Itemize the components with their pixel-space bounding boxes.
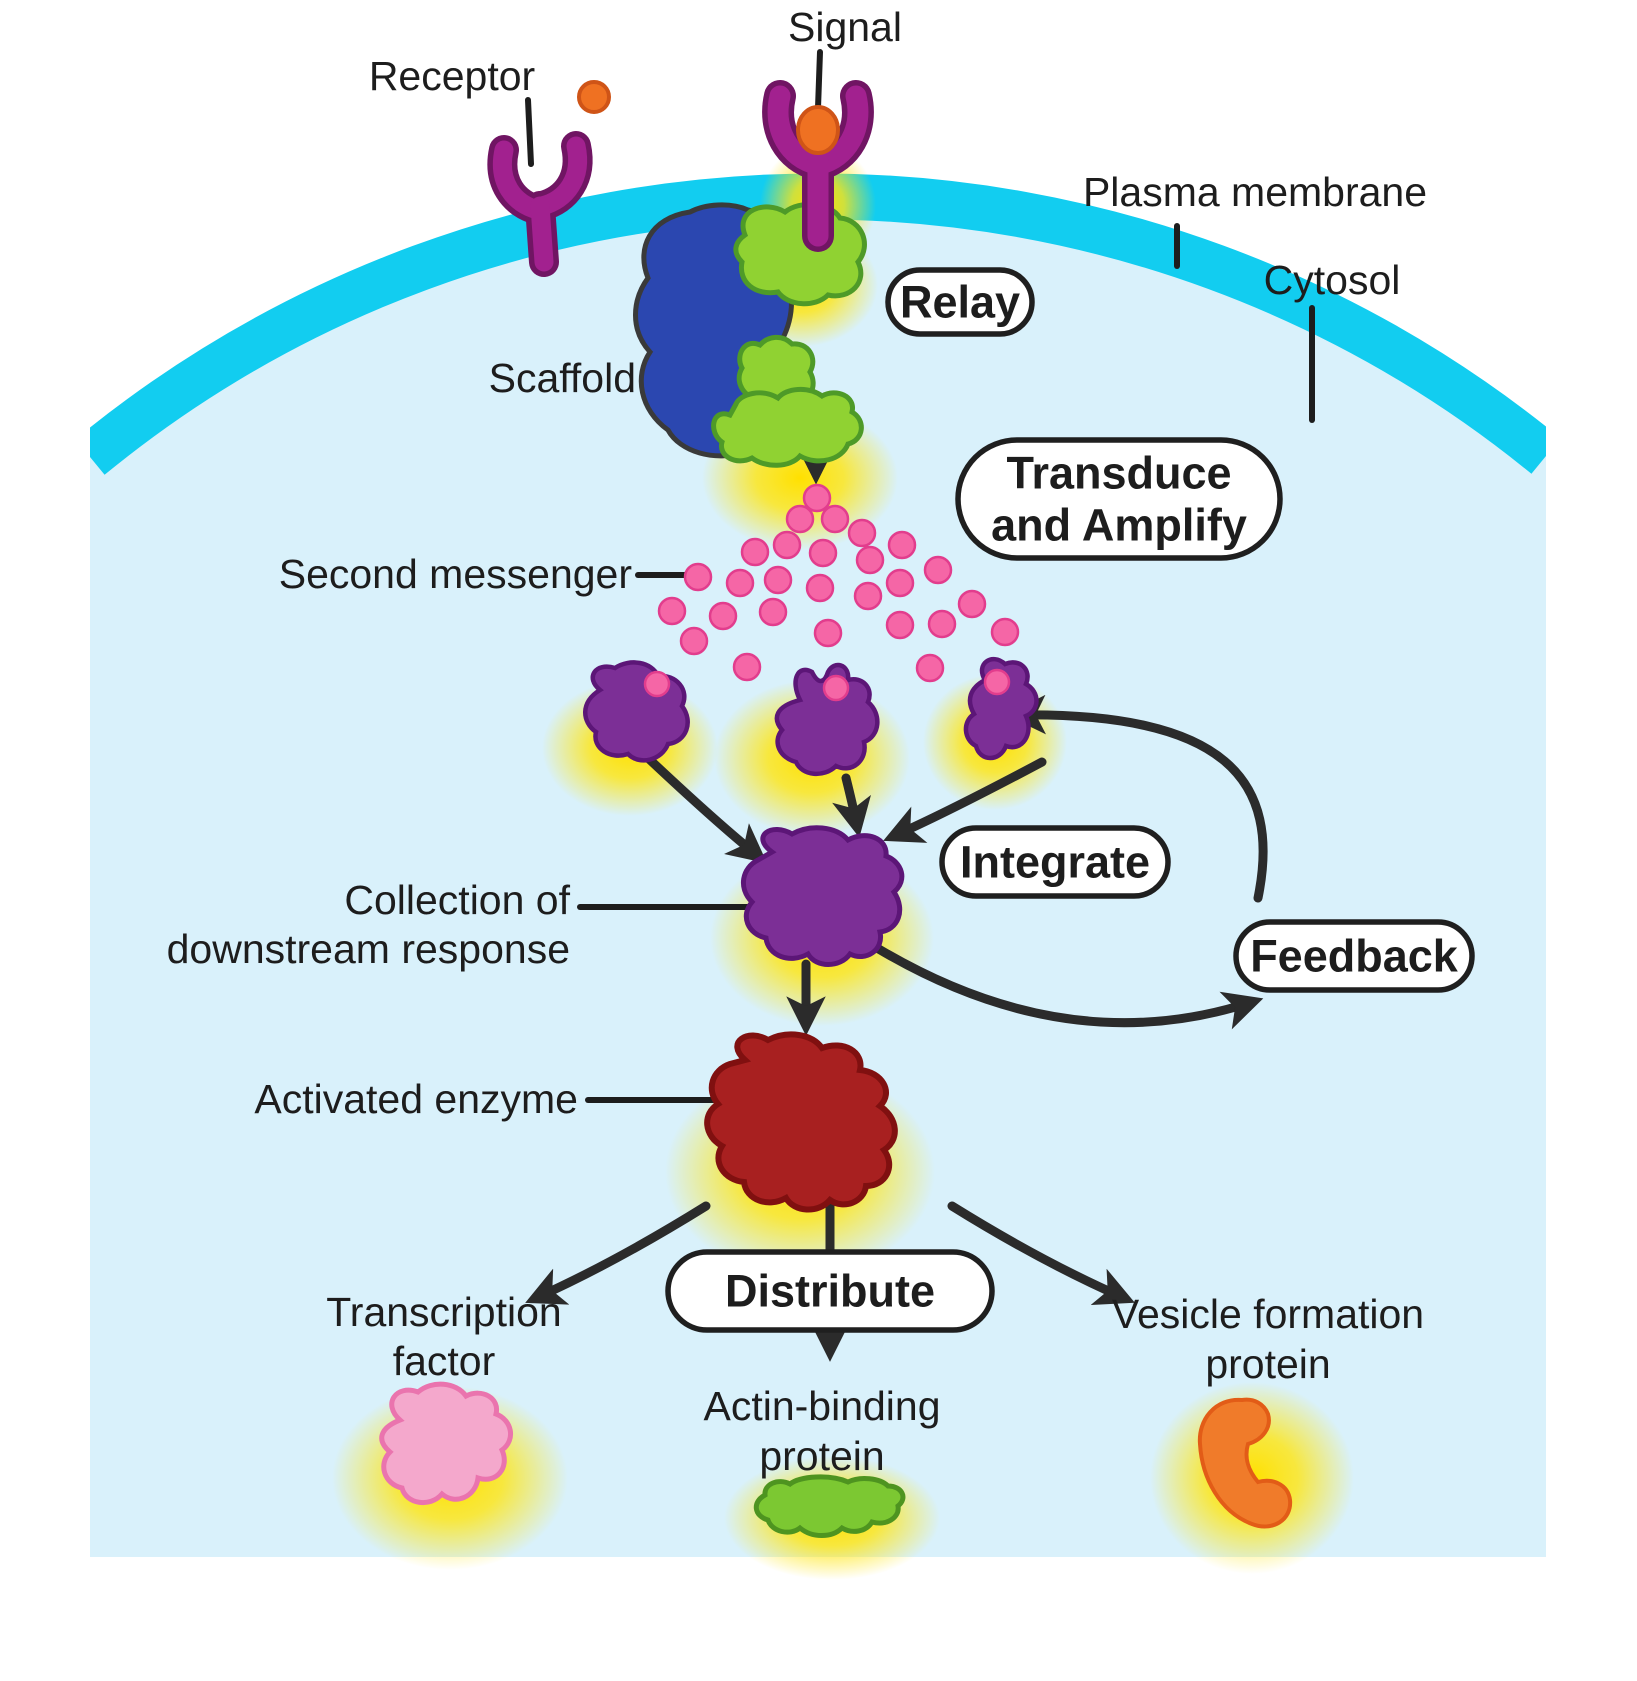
second-messenger-dot — [923, 555, 953, 585]
second-messenger-dot — [813, 618, 843, 648]
second-messenger-dot — [679, 626, 709, 656]
integrate-pill-label: Integrate — [960, 837, 1150, 888]
receptor-label: Receptor — [369, 53, 535, 99]
second-messenger-dot — [885, 610, 915, 640]
second-messenger-dot — [885, 568, 915, 598]
feedback-pill — [1233, 919, 1475, 993]
feedback-out-arrow — [872, 943, 1264, 1030]
scaffold-label: Scaffold — [489, 355, 636, 401]
second-messenger-dot — [785, 504, 815, 534]
step-pills: Relay Transduce and Amplify Integrate Fe… — [665, 267, 1475, 1333]
actin-binding-label-line1: Actin-binding — [703, 1383, 940, 1429]
relay-protein-1 — [733, 201, 867, 307]
transcription-factor-label-line1: Transcription — [326, 1289, 561, 1335]
second-messenger-dot — [853, 581, 883, 611]
receptor-bound — [762, 80, 874, 252]
second-messenger-dot — [855, 545, 885, 575]
signal-label: Signal — [788, 4, 902, 50]
second-messenger-dot — [847, 518, 877, 548]
actin-binding-label-line2: protein — [759, 1433, 884, 1479]
relay-pill — [885, 267, 1035, 337]
second-messenger-dot — [758, 597, 788, 627]
second-messenger-dot — [725, 568, 755, 598]
transcription-factor-protein — [379, 1381, 513, 1505]
vesicle-formation-protein — [1197, 1397, 1293, 1529]
collection-label-line1: Collection of — [344, 877, 570, 923]
distribute-pill — [665, 1249, 995, 1333]
kinase-protein-right — [963, 656, 1039, 761]
signal-lead-line — [815, 49, 823, 111]
second-messenger-dot — [772, 530, 802, 560]
bound-messenger-dot — [983, 668, 1011, 696]
distribute-arrow-right — [947, 1201, 1135, 1305]
plasma-membrane-label: Plasma membrane — [1083, 169, 1427, 215]
transcription-factor-label-line2: factor — [393, 1338, 496, 1384]
second-messenger-dot — [927, 609, 957, 639]
second-messenger-dot — [740, 537, 770, 567]
text-labels: Signal Receptor Plasma membrane Cytosol … — [167, 4, 1427, 1479]
bound-messenger-dot — [822, 674, 850, 702]
kinase-protein-center — [774, 662, 880, 776]
receptor-unbound — [487, 131, 593, 277]
bound-messenger-dot — [643, 670, 671, 698]
integrate-pill — [939, 825, 1171, 899]
second-messenger-dot — [763, 565, 793, 595]
integration-protein — [741, 825, 905, 967]
vesicle-formation-label-line1: Vesicle formation — [1112, 1291, 1424, 1337]
collection-label-line2: downstream response — [167, 926, 570, 972]
signal-molecule-free — [577, 80, 611, 114]
kinase-arrow-center — [832, 773, 871, 838]
relay-protein-3 — [711, 387, 864, 468]
actin-binding-protein — [753, 1474, 906, 1538]
second-messenger-dots — [657, 483, 1020, 683]
second-messenger-dot — [957, 589, 987, 619]
second-messenger-dot — [657, 596, 687, 626]
activated-enzyme-label: Activated enzyme — [254, 1076, 578, 1122]
kinase-proteins — [583, 656, 1039, 776]
signal-molecule-bound — [796, 105, 840, 155]
second-messenger-label: Second messenger — [279, 551, 632, 597]
second-messenger-dot — [990, 617, 1020, 647]
second-messenger-dot — [802, 483, 832, 513]
activated-enzyme-protein — [704, 1031, 898, 1213]
cytosol-label: Cytosol — [1264, 257, 1401, 303]
second-messenger-dot — [887, 530, 917, 560]
vesicle-formation-label-line2: protein — [1205, 1341, 1330, 1387]
receptor-lead-line — [525, 97, 534, 167]
feedback-return-arrow — [1006, 694, 1268, 903]
second-messenger-dot — [732, 652, 762, 682]
transduce-pill-label-line2: and Amplify — [991, 500, 1247, 551]
second-messenger-dot — [805, 573, 835, 603]
transduce-pill-label-line1: Transduce — [1006, 448, 1231, 499]
kinase-arrow-right — [883, 757, 1047, 843]
second-messenger-dot — [915, 653, 945, 683]
second-messenger-dot — [683, 562, 713, 592]
distribute-pill-label: Distribute — [725, 1266, 935, 1317]
distribute-arrow-left — [525, 1201, 711, 1305]
messenger-bound-dots — [643, 668, 1011, 702]
kinase-arrow-left — [643, 753, 768, 864]
feedback-pill-label: Feedback — [1250, 931, 1459, 982]
second-messenger-dot — [708, 601, 738, 631]
second-messenger-dot — [808, 538, 838, 568]
relay-pill-label: Relay — [900, 277, 1020, 328]
second-messenger-dot — [820, 504, 850, 534]
transduce-pill — [955, 437, 1283, 561]
